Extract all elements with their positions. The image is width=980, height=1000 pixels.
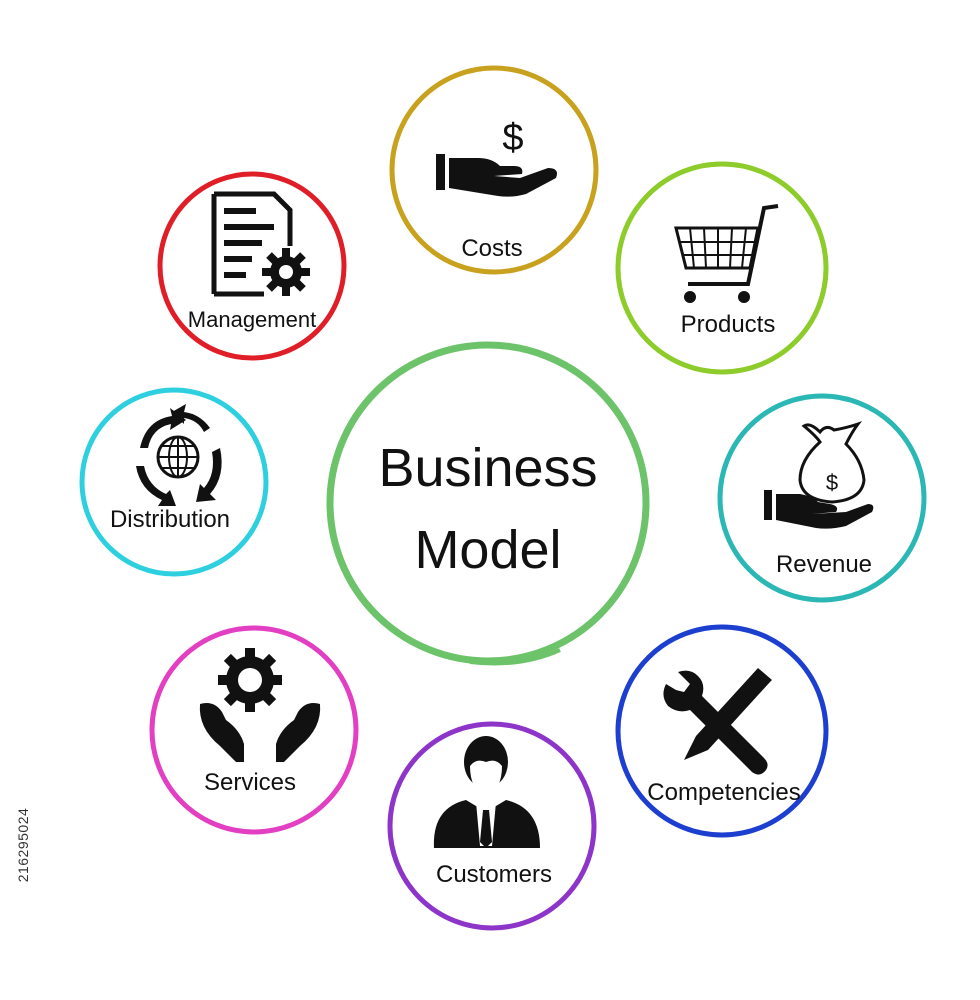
center-node: Business Model xyxy=(326,341,650,666)
node-customers: Customers xyxy=(387,721,597,931)
globe-cycle-icon xyxy=(136,404,222,506)
center-title-line1: Business xyxy=(378,438,597,498)
node-competencies: Competencies xyxy=(615,624,829,838)
revenue-ring xyxy=(717,393,927,603)
distribution-label: Distribution xyxy=(110,506,230,533)
customers-label: Customers xyxy=(436,861,552,888)
services-ring xyxy=(149,625,359,835)
customers-ring xyxy=(387,721,597,931)
node-revenue: $ Revenue xyxy=(717,393,927,603)
money-bag-hand-icon: $ xyxy=(764,421,874,529)
shopping-cart-icon xyxy=(674,204,779,303)
costs-label: Costs xyxy=(461,235,522,262)
node-management: Management xyxy=(157,171,347,361)
node-costs: $ Costs xyxy=(389,65,599,275)
management-label: Management xyxy=(188,307,316,332)
services-label: Services xyxy=(204,769,296,796)
document-gear-icon xyxy=(211,191,310,297)
competencies-label: Competencies xyxy=(647,779,800,806)
svg-text:$: $ xyxy=(826,470,838,495)
distribution-ring xyxy=(79,387,269,577)
watermark-side-id: 216295024 xyxy=(15,807,31,883)
node-products: Products xyxy=(615,161,829,375)
center-title-line2: Model xyxy=(414,520,561,580)
costs-ring xyxy=(389,65,599,275)
products-label: Products xyxy=(681,311,776,338)
products-ring xyxy=(615,161,829,375)
management-ring xyxy=(157,171,347,361)
node-distribution: Distribution xyxy=(79,387,269,577)
wrench-pencil-icon xyxy=(663,668,772,775)
center-ring xyxy=(326,341,650,665)
node-services: Services xyxy=(149,625,359,835)
hand-dollar-icon: $ xyxy=(436,117,557,197)
gear-hands-icon xyxy=(199,648,321,762)
businessman-icon xyxy=(433,736,540,848)
competencies-ring xyxy=(615,624,829,838)
center-ring-tail xyxy=(469,648,561,666)
svg-text:$: $ xyxy=(502,117,523,159)
revenue-label: Revenue xyxy=(776,551,872,578)
